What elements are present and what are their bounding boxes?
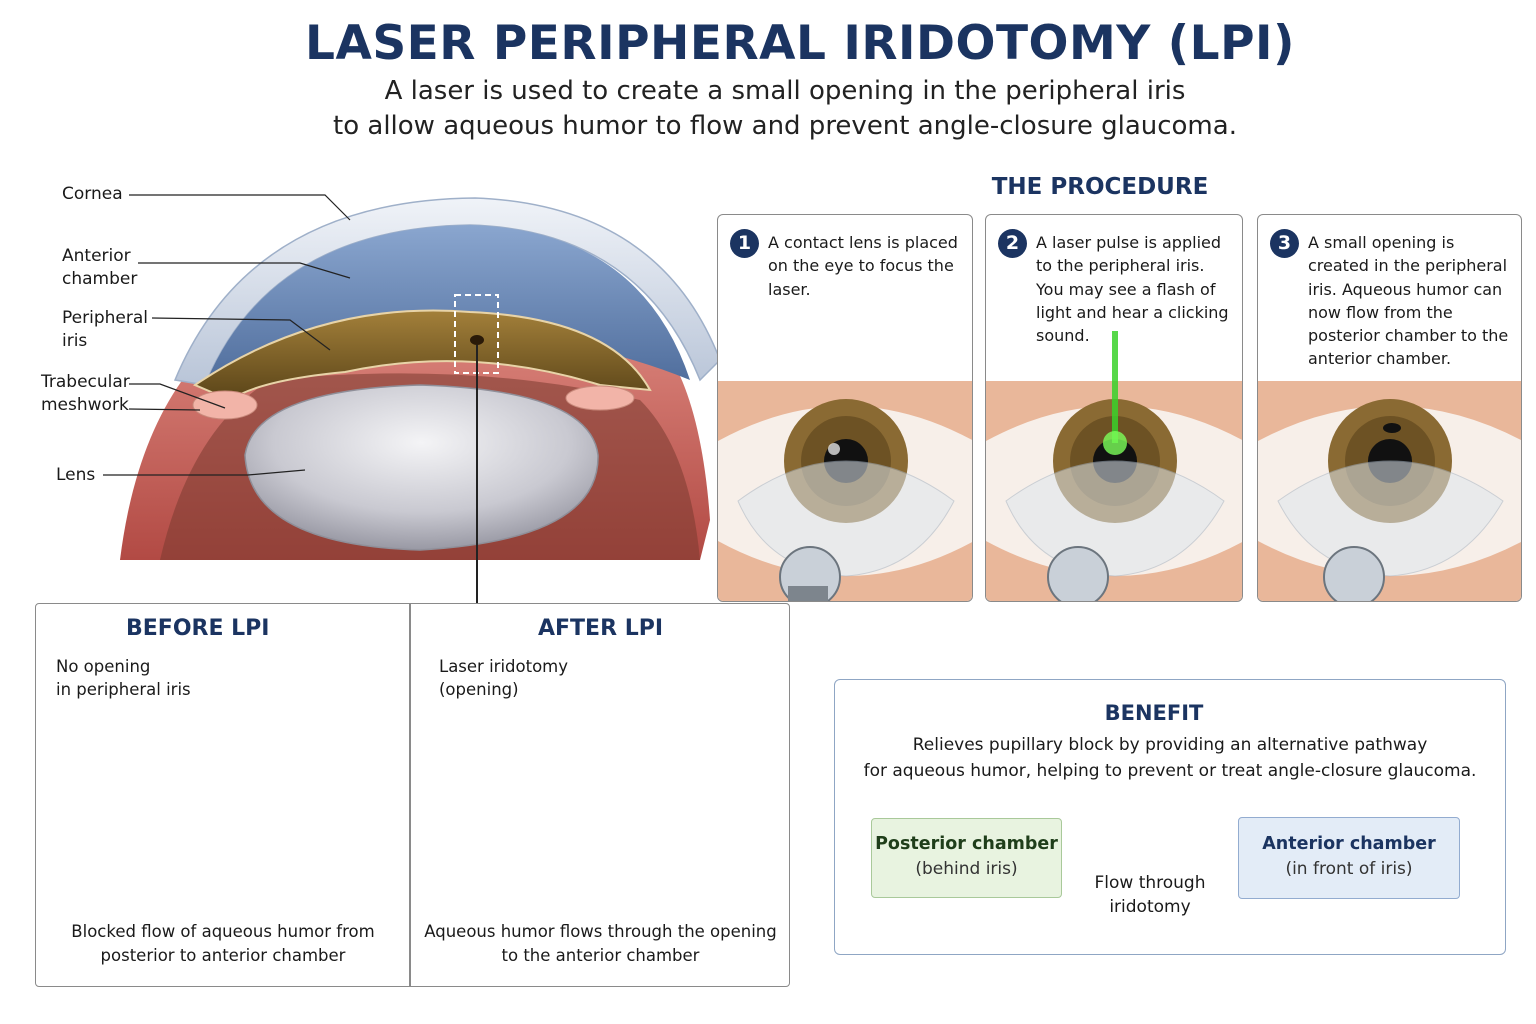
label-trabecular-2: meshwork [41, 395, 129, 415]
posterior-chamber-box: Posterior chamber (behind iris) [871, 818, 1062, 898]
eye-laser-pulse-image [986, 331, 1242, 601]
label-peripheral-iris-1: Peripheral [62, 308, 148, 328]
before-after-divider [409, 603, 411, 987]
label-anterior-chamber-2: chamber [62, 269, 138, 289]
page-title: LASER PERIPHERAL IRIDOTOMY (LPI) [305, 16, 1295, 71]
benefit-text-1: Relieves pupillary block by providing an… [912, 735, 1428, 755]
subtitle-line-1: A laser is used to create a small openin… [384, 76, 1186, 106]
procedure-step-2: 2 A laser pulse is applied to the periph… [985, 214, 1243, 602]
iridotomy-opening [470, 335, 484, 345]
after-caption-1: Aqueous humor flows through the opening [424, 922, 777, 941]
before-caption-1: Blocked flow of aqueous humor from [71, 922, 375, 941]
lens-shape [244, 384, 599, 551]
before-title: BEFORE LPI [126, 616, 270, 641]
procedure-step-1: 1 A contact lens is placed on the eye to… [717, 214, 973, 602]
subtitle-line-2: to allow aqueous humor to flow and preve… [333, 111, 1237, 141]
eye-with-opening-image [1258, 381, 1521, 601]
label-anterior-chamber-1: Anterior [62, 246, 131, 266]
step-text: A laser pulse is applied to the peripher… [1036, 233, 1229, 346]
benefit-text-2: for aqueous humor, helping to prevent or… [863, 761, 1477, 781]
peripheral-iris-shape [192, 309, 652, 402]
after-note-2: (opening) [439, 680, 519, 699]
label-trabecular-1: Trabecular [41, 372, 130, 392]
flow-label-2: iridotomy [1109, 897, 1191, 917]
before-note-2: in peripheral iris [56, 680, 191, 699]
trabecular-meshwork-right [565, 385, 635, 411]
flow-label: Flow through iridotomy [1084, 871, 1216, 919]
benefit-title: BENEFIT [1104, 701, 1204, 725]
step-number-badge: 1 [730, 229, 759, 258]
step-text: A small opening is created in the periph… [1308, 233, 1509, 369]
step-number-badge: 3 [1270, 229, 1299, 258]
step-text: A contact lens is placed on the eye to f… [768, 233, 958, 299]
procedure-step-3: 3 A small opening is created in the peri… [1257, 214, 1522, 602]
anterior-chamber-sub: (in front of iris) [1285, 859, 1413, 879]
before-note-1: No opening [56, 657, 151, 676]
eye-with-contact-lens-image [718, 381, 972, 601]
label-peripheral-iris-2: iris [62, 331, 88, 351]
after-caption-2: to the anterior chamber [501, 946, 700, 965]
label-lens: Lens [56, 465, 96, 485]
trabecular-meshwork-left [192, 390, 258, 420]
posterior-chamber-sub: (behind iris) [915, 859, 1018, 879]
anterior-chamber-name: Anterior chamber [1262, 834, 1436, 854]
label-cornea: Cornea [62, 184, 123, 204]
before-after-panel [35, 603, 790, 987]
procedure-title: THE PROCEDURE [991, 174, 1209, 200]
before-caption-2: posterior to anterior chamber [100, 946, 346, 965]
leader-lines [103, 194, 351, 476]
anterior-chamber-box: Anterior chamber (in front of iris) [1238, 817, 1460, 899]
posterior-chamber-name: Posterior chamber [875, 834, 1058, 854]
step-number-badge: 2 [998, 229, 1027, 258]
flow-label-1: Flow through [1094, 873, 1206, 893]
after-note-1: Laser iridotomy [439, 657, 569, 676]
after-title: AFTER LPI [538, 616, 664, 641]
